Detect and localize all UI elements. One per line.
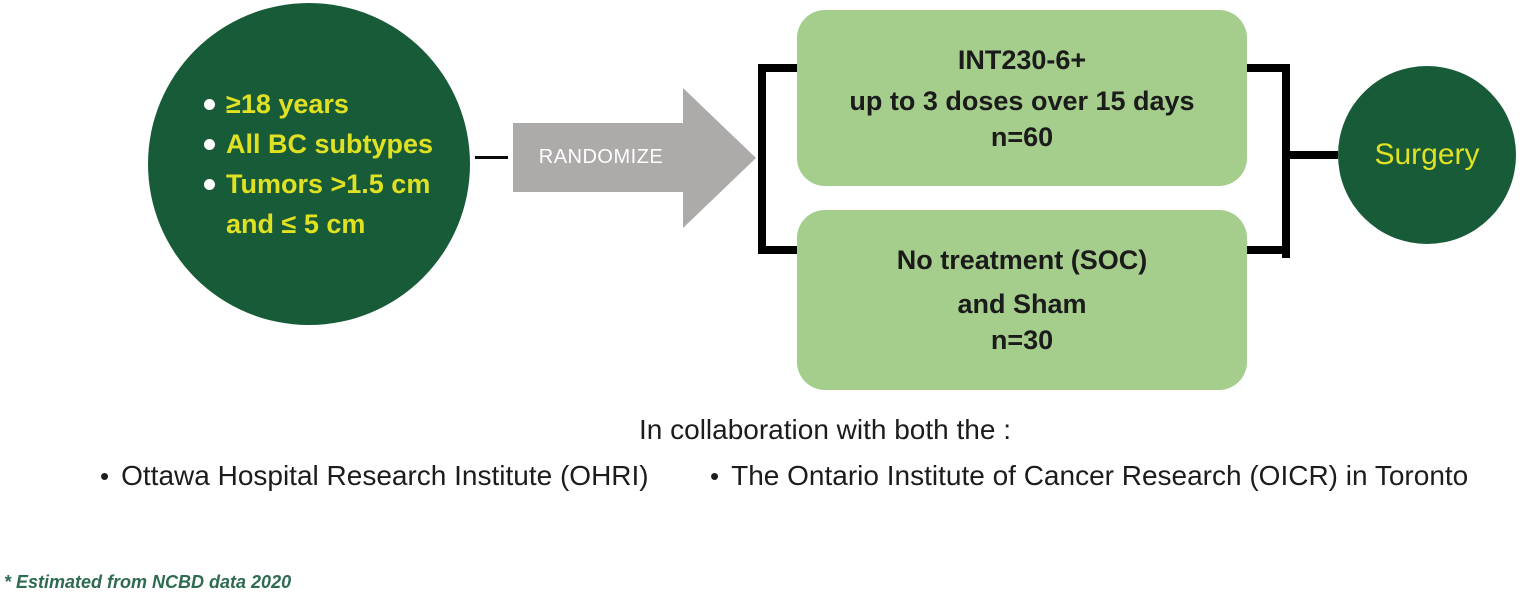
partner-ohri-label: Ottawa Hospital Research Institute (OHRI… (121, 460, 649, 491)
bullet-dot-icon (204, 98, 215, 110)
right-bracket-vertical (1282, 64, 1290, 258)
bullet-dot-icon: • (710, 461, 720, 491)
partner-oicr-label: The Ontario Institute of Cancer Research… (731, 460, 1469, 491)
partner-oicr: • The Ontario Institute of Cancer Resear… (710, 460, 1468, 492)
right-bracket-top-stub (1247, 64, 1290, 72)
eligibility-circle: ≥18 years All BC subtypes Tumors >1.5 cm… (148, 3, 470, 325)
surgery-circle: Surgery (1338, 66, 1516, 244)
arm-control-name: No treatment (SOC) (896, 245, 1148, 275)
eligibility-criteria-list: ≥18 years All BC subtypes Tumors >1.5 cm… (148, 84, 433, 244)
criterion-subtypes: All BC subtypes (226, 129, 434, 159)
randomize-label: RANDOMIZE (538, 146, 664, 168)
right-bracket-middle-stub (1288, 151, 1338, 159)
list-item: Tumors >1.5 cm and ≤ 5 cm (204, 164, 433, 244)
arm-control-n: n=30 (990, 325, 1054, 355)
footnote: * Estimated from NCBD data 2020 (4, 572, 292, 592)
randomize-arrow-icon (513, 88, 756, 228)
left-bracket-bottom-stub (758, 246, 800, 254)
partner-ohri: • Ottawa Hospital Research Institute (OH… (100, 460, 649, 492)
criterion-age: ≥18 years (226, 89, 349, 119)
collaboration-intro: In collaboration with both the : (638, 414, 1011, 445)
left-bracket-top-stub (758, 64, 800, 72)
left-bracket-vertical (758, 64, 766, 254)
arm-control-sham: and Sham (957, 289, 1087, 319)
surgery-label: Surgery (1374, 138, 1480, 171)
arm-treatment-n: n=60 (990, 121, 1054, 152)
connector-line (475, 156, 508, 159)
bullet-dot-icon (204, 178, 215, 190)
right-bracket-bottom-stub (1247, 246, 1290, 254)
criterion-tumor-size-line2: and ≤ 5 cm (226, 209, 366, 239)
criterion-tumor-size-line1: Tumors >1.5 cm (226, 169, 431, 199)
list-item: All BC subtypes (204, 124, 433, 164)
arm-control-box: No treatment (SOC) and Sham n=30 (797, 210, 1247, 390)
arm-treatment-name: INT230-6+ (957, 44, 1087, 75)
arm-treatment-box: INT230-6+ up to 3 doses over 15 days n=6… (797, 10, 1247, 186)
arm-treatment-dosing: up to 3 doses over 15 days (849, 85, 1195, 116)
bullet-dot-icon: • (100, 461, 110, 491)
list-item: ≥18 years (204, 84, 433, 124)
bullet-dot-icon (204, 138, 215, 150)
